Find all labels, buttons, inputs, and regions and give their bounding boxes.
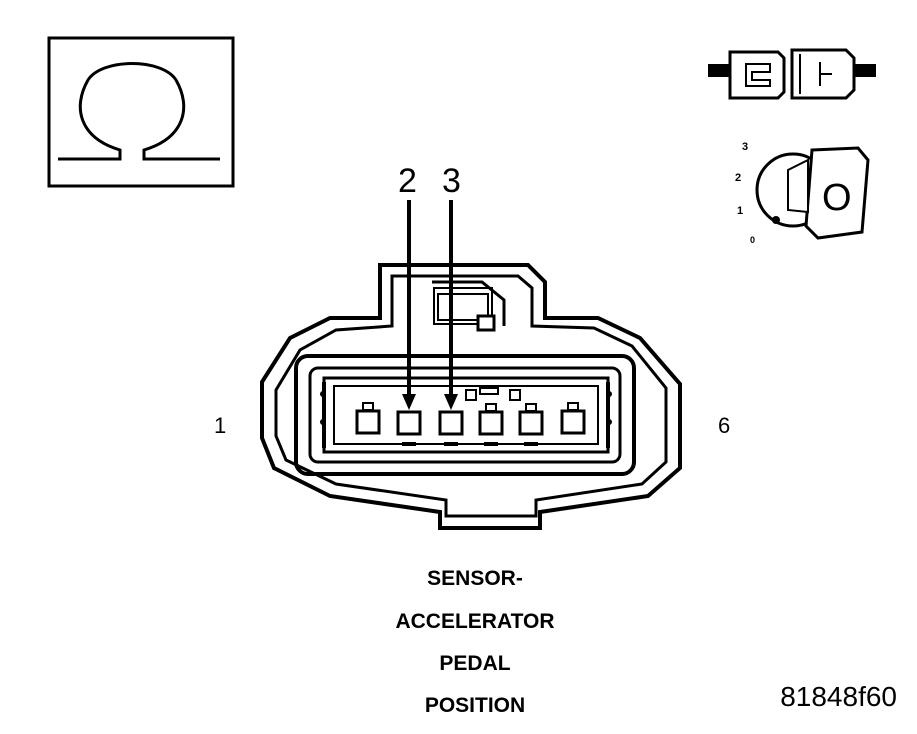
ohmmeter-symbol-icon <box>47 36 235 188</box>
connector-cavities <box>355 402 586 446</box>
cavity-2 <box>396 410 422 446</box>
key-position-3: 3 <box>742 141 748 153</box>
disconnected-connector-icon <box>708 48 876 100</box>
key-position-0: 0 <box>750 235 755 245</box>
pin-label-left: 1 <box>214 413 226 438</box>
figure-id: 81848f60 <box>780 681 897 712</box>
callout-pin-2: 2 <box>398 162 417 200</box>
cavity-3 <box>438 410 464 446</box>
key-position-1: 1 <box>737 205 743 217</box>
callout-pin-3: 3 <box>442 162 461 200</box>
callout-arrows <box>402 200 458 410</box>
cavity-5 <box>518 403 544 446</box>
connector-title-line-1: SENSOR- <box>427 567 523 590</box>
connector-title-line-2: ACCELERATOR <box>395 610 555 633</box>
key-position-2: 2 <box>735 172 741 184</box>
cavity-4 <box>478 403 504 446</box>
callout-arrowhead-3 <box>444 394 458 410</box>
ignition-key-off-icon: 3 2 1 0 O <box>735 141 870 245</box>
connector-face <box>260 263 682 530</box>
key-letter: O <box>822 177 852 219</box>
cavity-1 <box>355 402 381 435</box>
callout-arrowhead-2 <box>402 394 416 410</box>
pin-label-right: 6 <box>718 413 730 438</box>
connector-title-line-4: POSITION <box>424 694 526 717</box>
cavity-6 <box>560 402 586 435</box>
connector-title-line-3: PEDAL <box>439 652 511 675</box>
